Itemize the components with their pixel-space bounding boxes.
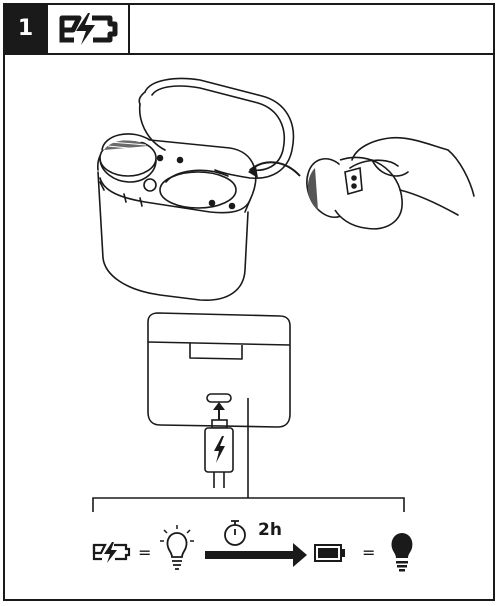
light-on-icon: [391, 533, 413, 572]
usb-c-cable: [204, 419, 234, 488]
instruction-panel: [3, 3, 495, 601]
full-battery-icon: [314, 544, 345, 562]
legend-bracket: [92, 497, 405, 512]
open-charging-case: [97, 77, 295, 301]
earbud-in-case: [99, 133, 157, 183]
equals-sign-1: =: [138, 543, 152, 562]
arrow-right-icon: [205, 543, 307, 567]
light-blinking-icon: [160, 525, 194, 570]
duration-label: 2h: [258, 520, 282, 540]
header-charge-icon-box: [48, 3, 130, 55]
header-divider: [3, 53, 495, 55]
step-number-badge: 1: [3, 3, 48, 55]
equals-sign-2: =: [362, 543, 376, 562]
insert-arrow: [249, 161, 301, 177]
earbud-in-hand: [306, 156, 403, 230]
timer-icon: [224, 520, 246, 546]
legend-charging-icon: [92, 542, 131, 563]
hand: [349, 136, 475, 216]
charging-battery-icon: [59, 13, 118, 45]
